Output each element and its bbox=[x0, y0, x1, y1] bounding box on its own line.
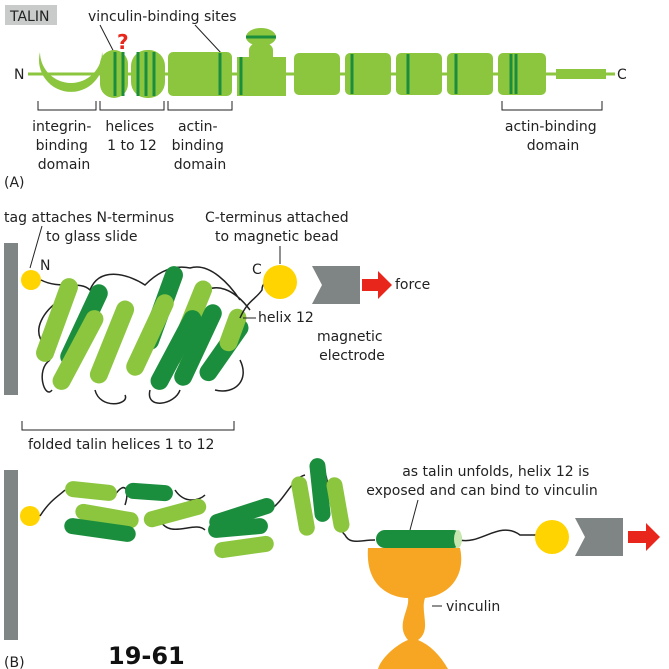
c-terminus-label-a: C bbox=[617, 67, 627, 83]
rod-domain bbox=[498, 53, 546, 95]
magnetic-bead-2 bbox=[535, 520, 569, 554]
c-label-b: C bbox=[252, 262, 262, 278]
vinculin-sites-label: vinculin-binding sites bbox=[88, 9, 237, 25]
helices-bracket bbox=[99, 101, 165, 111]
actin-left-bracket bbox=[167, 101, 233, 111]
magnetic-electrode bbox=[312, 266, 360, 304]
integrin-domain-label: integrin- binding domain bbox=[32, 119, 96, 173]
magnetic-electrode-2 bbox=[575, 518, 623, 556]
c-terminus-attached-label: C-terminus attached to magnetic bead bbox=[205, 210, 353, 245]
panel-a-label: (A) bbox=[4, 175, 25, 191]
folded-helices bbox=[36, 266, 249, 390]
helix-segment-2 bbox=[131, 50, 165, 98]
unfold-pointer bbox=[409, 499, 419, 531]
rod-domain-with-knob bbox=[237, 42, 286, 96]
glass-slide-2 bbox=[4, 470, 18, 640]
n-terminus-tag bbox=[21, 270, 41, 290]
folded-label: folded talin helices 1 to 12 bbox=[28, 437, 214, 453]
glass-slide bbox=[4, 243, 18, 395]
vinculin-label: vinculin bbox=[446, 599, 500, 615]
helix12-label: helix 12 bbox=[258, 310, 314, 326]
talin-title-box bbox=[5, 5, 57, 25]
unfolded-helices bbox=[64, 458, 350, 559]
panel-b-label: (B) bbox=[4, 655, 25, 669]
folded-chain bbox=[38, 266, 251, 405]
actin-domain-left-shape bbox=[168, 52, 232, 96]
tag-pointer bbox=[29, 225, 43, 269]
actin-left-domain-label: actin- binding domain bbox=[172, 119, 229, 173]
rod-domain bbox=[294, 53, 340, 95]
force-arrow bbox=[362, 271, 392, 299]
sites-pointer-right bbox=[194, 24, 223, 55]
talin-title: TALIN bbox=[9, 9, 49, 25]
integrin-bracket bbox=[37, 101, 97, 111]
actin-right-domain-label: actin-binding domain bbox=[505, 119, 601, 154]
force-arrow-2 bbox=[628, 523, 660, 551]
helix-12-exposed bbox=[376, 530, 462, 548]
force-label: force bbox=[395, 277, 430, 293]
n-terminus-tag-2 bbox=[20, 506, 40, 526]
figure-number: 19-61 bbox=[108, 642, 185, 669]
rod-domain bbox=[447, 53, 493, 95]
rod-domain bbox=[345, 53, 391, 95]
integrin-binding-domain-shape bbox=[38, 52, 104, 92]
vinculin bbox=[367, 548, 462, 669]
magnetic-bead bbox=[263, 265, 297, 299]
n-label-b: N bbox=[40, 258, 50, 274]
n-terminus-label-a: N bbox=[14, 67, 24, 83]
unfold-label: as talin unfolds, helix 12 is exposed an… bbox=[366, 464, 598, 499]
electrode-label: magnetic electrode bbox=[317, 329, 387, 364]
helices-domain-label: helices 1 to 12 bbox=[105, 119, 158, 154]
question-mark: ? bbox=[117, 30, 129, 54]
folded-bracket bbox=[21, 421, 235, 431]
helix-12-cap bbox=[454, 530, 462, 548]
dimerization-domain bbox=[556, 69, 606, 79]
rod-domain bbox=[396, 53, 442, 95]
actin-right-bracket bbox=[501, 101, 603, 111]
tag-label: tag attaches N-terminus to glass slide bbox=[4, 210, 179, 245]
